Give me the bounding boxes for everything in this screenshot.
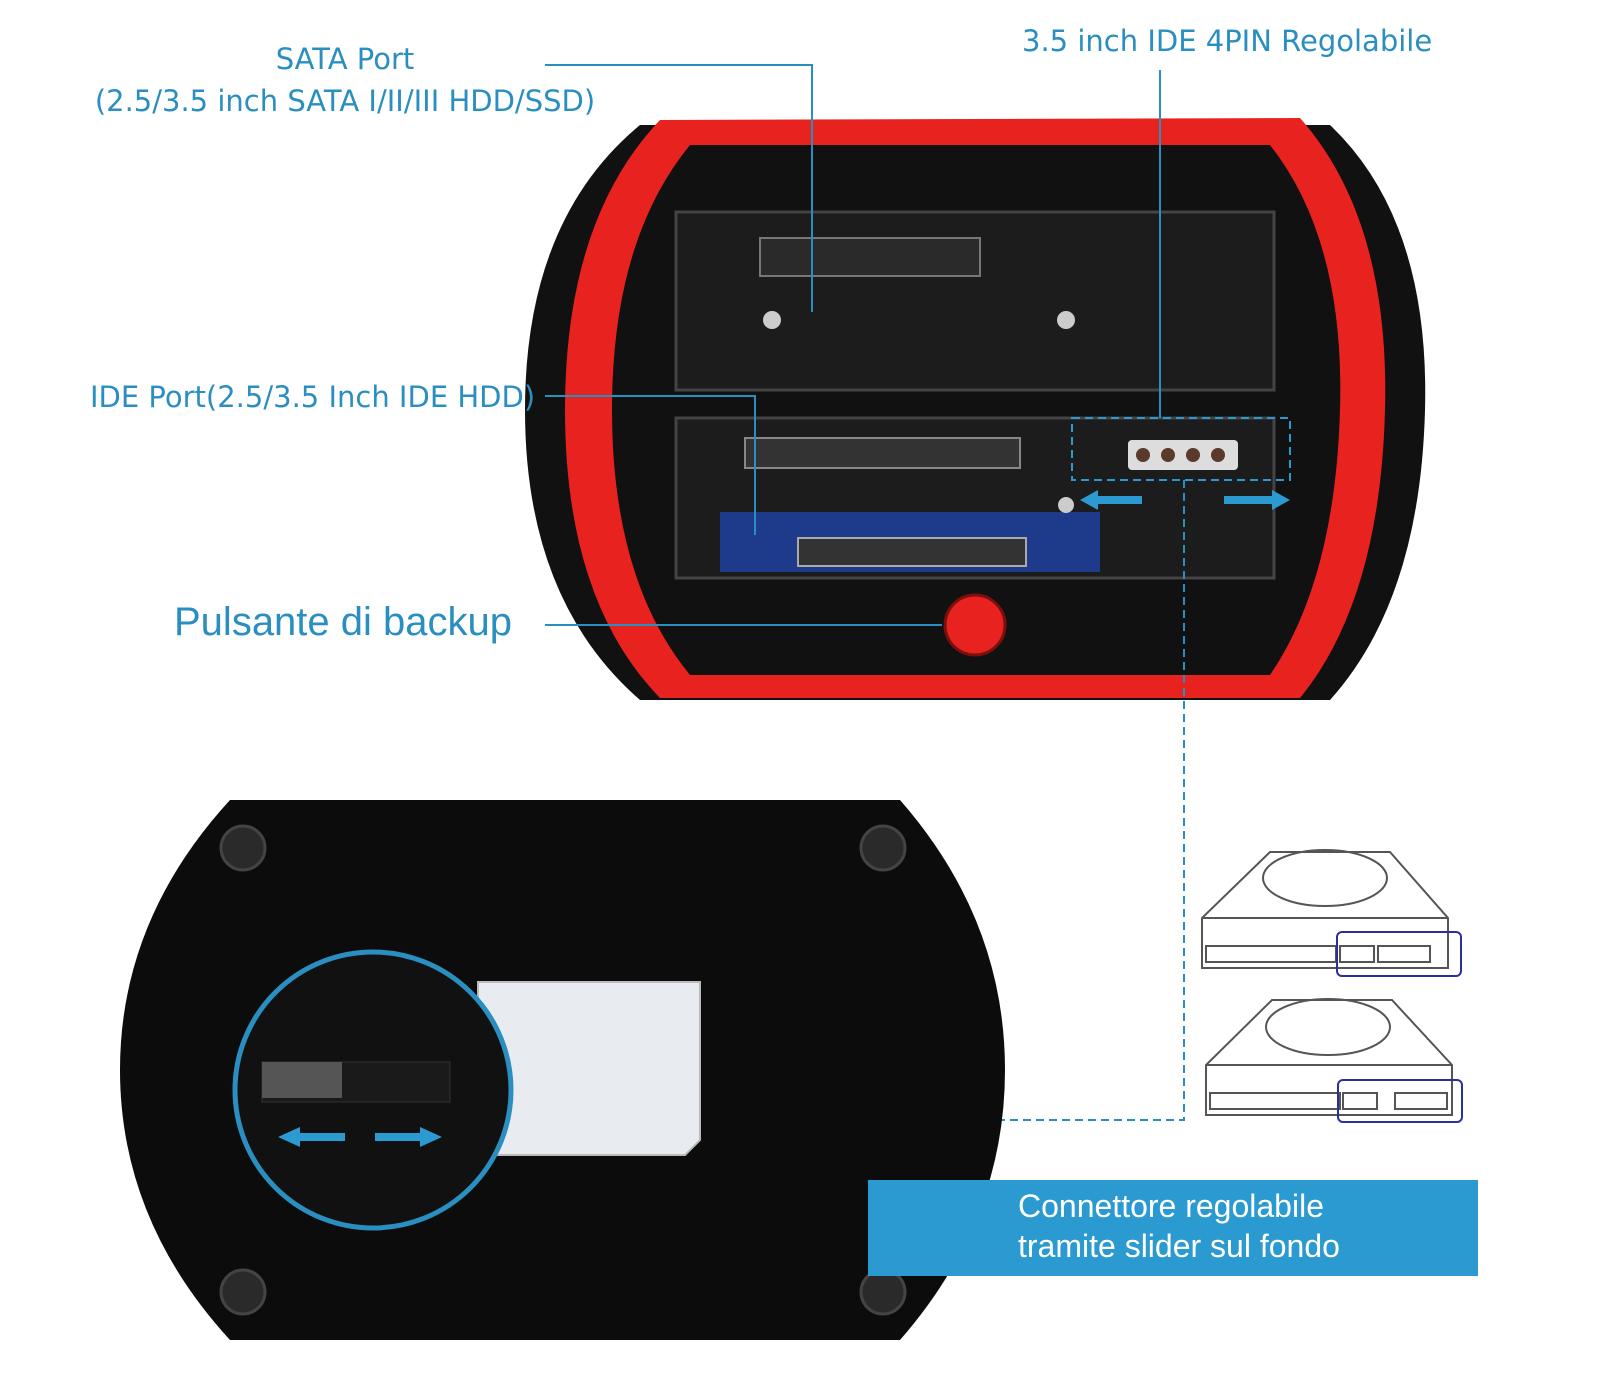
arrow-left-icon [1080, 490, 1142, 510]
docking-station-bottom-view [120, 800, 1005, 1340]
arrow-right-icon [1224, 490, 1290, 510]
slider-connector-banner: Connettore regolabile tramite slider sul… [868, 1180, 1478, 1276]
arrow-right-icon [375, 1127, 442, 1147]
sata-port-label: SATA Port (2.5/3.5 inch SATA I/II/III HD… [90, 38, 600, 122]
slider-switch [262, 1062, 342, 1098]
ide-4pin-label: 3.5 inch IDE 4PIN Regolabile [1022, 24, 1433, 58]
leader-lines [490, 64, 1185, 1121]
hdd-diagram-1 [1201, 849, 1462, 977]
arrow-left-icon [278, 1127, 345, 1147]
sata-port-subtitle: (2.5/3.5 inch SATA I/II/III HDD/SSD) [94, 84, 596, 118]
docking-station-top-view [525, 118, 1426, 700]
backup-button-label: Pulsante di backup [174, 600, 513, 644]
sata-port-title: SATA Port [275, 42, 415, 76]
backup-button-graphic [943, 593, 1007, 657]
banner-line-1: Connettore regolabile [1018, 1188, 1324, 1224]
ide-port-label: IDE Port(2.5/3.5 Inch IDE HDD) [90, 380, 536, 414]
hdd-diagram-2 [1205, 998, 1463, 1123]
hdd-diagrams [1201, 849, 1463, 1123]
banner-line-2: tramite slider sul fondo [1018, 1228, 1340, 1264]
